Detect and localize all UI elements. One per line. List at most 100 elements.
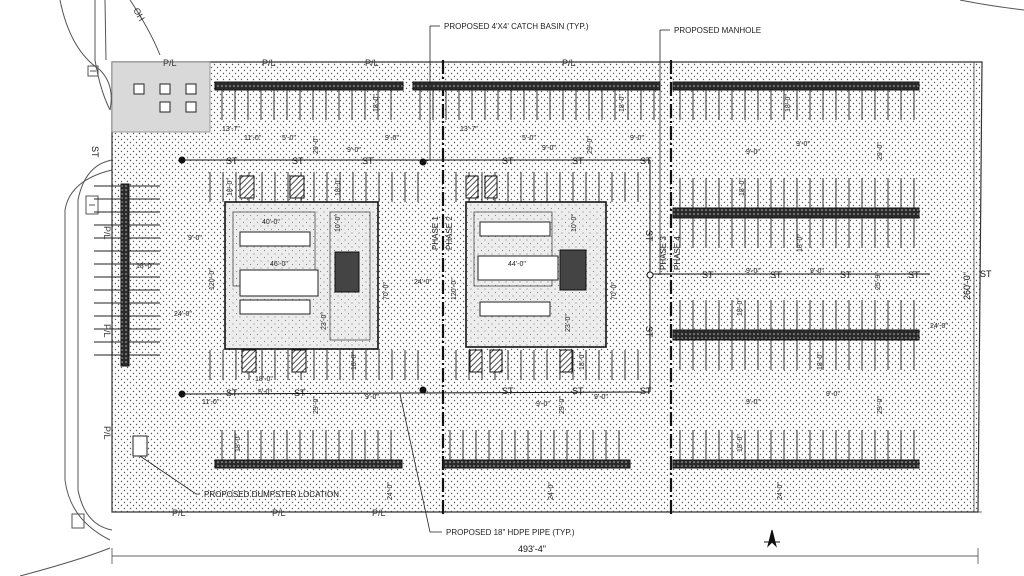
- phase-label: PHASE 3: [659, 236, 668, 270]
- catch-basins: [178, 156, 654, 398]
- dim-label: 18'-0": [797, 234, 804, 252]
- dim-label: 9'-0": [347, 147, 361, 154]
- callout-leaders: [139, 25, 670, 533]
- dim-label: 24'-0": [930, 323, 948, 330]
- phase-label: PHASE 1: [431, 216, 440, 250]
- dimension-lines: [111, 61, 982, 564]
- dim-label: 18'-0": [335, 178, 342, 196]
- storm-marker: ST: [640, 156, 652, 166]
- hdpe-pipe-callout: PROPOSED 18" HDPE PIPE (TYP.): [446, 528, 575, 537]
- existing-building-boxes: [133, 83, 197, 113]
- road-symbols: [71, 65, 99, 529]
- dim-label: 70'-0": [383, 282, 390, 300]
- catch-basin-callout: PROPOSED 4'X4' CATCH BASIN (TYP.): [444, 22, 589, 31]
- dim-label: 23'-0": [321, 312, 328, 330]
- dim-label: 10'-0": [571, 214, 578, 232]
- dim-label: 9'-0": [826, 391, 840, 398]
- street-right-label: ST: [980, 269, 992, 279]
- pl-label: P/L: [372, 508, 386, 518]
- dim-label: 18'-0": [739, 178, 746, 196]
- pl-label: P/L: [172, 508, 186, 518]
- dumpster-pad: [132, 435, 148, 457]
- dim-label: 24'-0": [548, 482, 555, 500]
- building-1: [224, 175, 379, 373]
- building-2: [465, 175, 607, 373]
- dim-label: 24'-0": [174, 311, 192, 318]
- phase-label: PHASE 2: [445, 216, 454, 250]
- dim-label: 18'-0": [373, 94, 380, 112]
- dim-label: 10'-0": [335, 214, 342, 232]
- pl-label: P/L: [102, 226, 112, 240]
- dim-label: 9'-0": [746, 149, 760, 156]
- dim-label: 18'-0": [737, 298, 744, 316]
- phase-label: PHASE 4: [673, 236, 682, 270]
- dim-label: 29'-0": [877, 142, 884, 160]
- dumpster-callout: PROPOSED DUMPSTER LOCATION: [204, 490, 339, 499]
- storm-marker: ST: [702, 270, 714, 280]
- dim-label: 24'-0": [387, 482, 394, 500]
- dim-label: 9'-0": [365, 394, 379, 401]
- left-roadway: [19, 0, 1024, 576]
- pl-label: P/L: [102, 324, 112, 338]
- dim-label: 29'-0": [559, 396, 566, 414]
- storm-marker: ST: [644, 230, 654, 242]
- dim-label: 9'-0": [796, 141, 810, 148]
- dim-label: 46'-0": [270, 261, 288, 268]
- parking-stalls: [94, 90, 915, 460]
- dim-label: 18'-0": [227, 178, 234, 196]
- north-arrow-icon: [764, 529, 780, 548]
- dim-label: 24'-0": [777, 482, 784, 500]
- dim-label: 9'-0": [594, 394, 608, 401]
- dim-label: 23'-0": [565, 314, 572, 332]
- dim-label: 18'-0": [785, 94, 792, 112]
- dim-label: 25'-9": [875, 272, 882, 290]
- existing-building-area: [111, 61, 211, 133]
- pl-label: P/L: [365, 58, 379, 68]
- storm-marker: ST: [908, 270, 920, 280]
- storm-marker: ST: [226, 388, 238, 398]
- dim-label: 18'-0": [619, 94, 626, 112]
- dim-label: 18'-0": [737, 434, 744, 452]
- overall-height-dim: 260'-0": [962, 272, 972, 300]
- overhead-label: OH: [131, 6, 146, 23]
- phase-lines: [441, 60, 673, 514]
- dim-label: 5'-0": [258, 389, 272, 396]
- dim-label: 120'-0": [209, 268, 216, 290]
- storm-marker: ST: [770, 270, 782, 280]
- dim-label: 18'-0": [351, 352, 358, 370]
- storm-marker: ST: [644, 326, 654, 338]
- dim-label: 44'-0": [508, 261, 526, 268]
- street-left-label: ST: [90, 146, 100, 158]
- parking-islands: [120, 81, 920, 469]
- dim-label: 29'-0": [877, 396, 884, 414]
- storm-marker: ST: [292, 156, 304, 166]
- dim-label: 70'-0": [611, 282, 618, 300]
- dim-label: 13'-7": [222, 126, 240, 133]
- storm-marker: ST: [294, 388, 306, 398]
- dim-label: 18'-0": [579, 352, 586, 370]
- storm-marker: ST: [362, 156, 374, 166]
- dim-label: 29'-0": [587, 136, 594, 154]
- storm-marker: ST: [572, 386, 584, 396]
- dim-label: 13'-7": [460, 126, 478, 133]
- dim-label: 9'-0": [542, 145, 556, 152]
- storm-marker: ST: [840, 270, 852, 280]
- dim-label: 18'-0": [255, 376, 273, 383]
- dim-label: 9'-0": [188, 235, 202, 242]
- dim-label: 11'-0": [244, 135, 262, 142]
- dim-label: 9'-0": [746, 399, 760, 406]
- dim-label: 18'-0": [136, 263, 154, 270]
- dim-label: 24'-0": [414, 279, 432, 286]
- dim-label: 9'-0": [746, 268, 760, 275]
- overall-width-dim: 493'-4": [518, 544, 546, 554]
- storm-marker: ST: [572, 156, 584, 166]
- dim-label: 18'-0": [235, 434, 242, 452]
- dim-label: 11'-0": [202, 399, 220, 406]
- dim-label: 29'-0": [313, 136, 320, 154]
- dim-label: 9'-0": [630, 135, 644, 142]
- dim-label: 120'-0": [451, 278, 458, 300]
- storm-marker: ST: [226, 156, 238, 166]
- pl-label: P/L: [102, 426, 112, 440]
- manhole-callout: PROPOSED MANHOLE: [674, 26, 761, 35]
- dim-label: 40'-0": [262, 219, 280, 226]
